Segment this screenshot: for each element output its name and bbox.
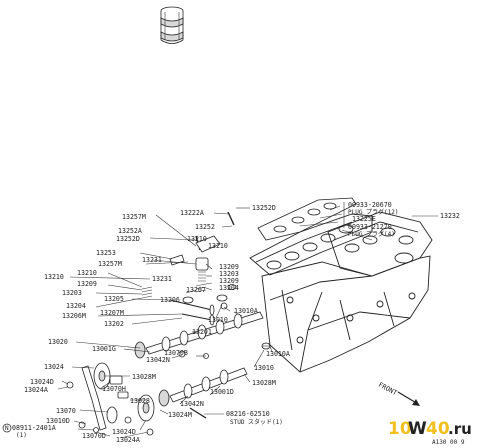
part-label: 13210 [77, 269, 97, 277]
part-label: 13231 [142, 256, 162, 264]
lifter-thumbnail [160, 6, 184, 44]
diagram-code: A130 00 9 [432, 439, 465, 446]
part-label: 13225E [352, 215, 376, 223]
part-label: 13209 [77, 280, 97, 288]
part-label: 13231 [152, 275, 172, 283]
part-label: 13010D [46, 417, 70, 425]
part-label: 13205 [104, 295, 124, 303]
upper-camshaft [134, 311, 271, 359]
part-note: PLUG プラグ(4) [348, 230, 395, 238]
part-label: 13203 [219, 270, 239, 278]
part-label: 13024 [44, 363, 64, 371]
part-label: 13070B [164, 349, 188, 357]
part-label: 13210 [187, 235, 207, 243]
part-label: 13001D [210, 388, 234, 396]
cylinder-head-cover [257, 197, 357, 241]
part-label: 13209 [219, 277, 239, 285]
watermark-text-w: W [408, 419, 427, 439]
part-label: 13028 [130, 397, 150, 405]
part-label: 08216-62510 [226, 410, 270, 418]
part-label: 13252A [118, 227, 142, 235]
part-label: 13010 [254, 364, 274, 372]
part-label: 13204 [219, 284, 239, 292]
bolt-marker: N [5, 425, 9, 432]
part-labels: 13222A 13257M 13252D 13252 13252A 13252D… [2, 201, 465, 446]
part-label: 13024A [24, 386, 48, 394]
part-label: 13070 [56, 407, 76, 415]
part-label: 13207M [100, 309, 124, 317]
part-label: 13257M [122, 213, 146, 221]
part-label: 13222A [180, 209, 204, 217]
part-label: 13028M [252, 379, 276, 387]
part-label: 13210 [44, 273, 64, 281]
part-label: 00933-20670 [348, 201, 392, 209]
part-label: 13206 [160, 296, 180, 304]
part-label: 13257M [98, 260, 122, 268]
part-label: 13209 [219, 263, 239, 271]
watermark-text-ru: .ru [448, 420, 472, 438]
part-label: 13070D [82, 432, 106, 440]
part-label: 13070H [102, 385, 126, 393]
part-label: 13207 [186, 286, 206, 294]
part-label: 13204 [66, 302, 86, 310]
part-label: 13252 [195, 223, 215, 231]
front-label: FRONT [377, 381, 398, 397]
part-label: 13253 [96, 249, 116, 257]
part-label: 13028M [132, 373, 156, 381]
engine-block [249, 211, 433, 373]
leader-lines [57, 202, 438, 439]
part-label: 13010A [234, 307, 258, 315]
part-label: 13252D [116, 235, 140, 243]
part-label: 13210 [208, 242, 228, 250]
part-label: 13024A [116, 436, 140, 444]
part-label: 13206M [62, 312, 86, 320]
part-label: 13010 [208, 316, 228, 324]
part-note: PLUG プラグ(12) [348, 208, 399, 216]
part-label: 13202 [104, 320, 124, 328]
bolt-marker-circle [2, 423, 12, 433]
part-label: 13252D [252, 204, 276, 212]
part-label: 13203 [62, 289, 82, 297]
lower-camshaft [158, 350, 248, 419]
part-label: 13042N [146, 356, 170, 364]
part-label: 13020 [48, 338, 68, 346]
part-label: 13010A [266, 350, 290, 358]
part-label: 08911-2401A [12, 424, 56, 432]
part-label: 13042N [180, 400, 204, 408]
part-label: 13024D [30, 378, 54, 386]
part-label: 13024D [112, 428, 136, 436]
part-label: 00933-21270 [348, 223, 392, 231]
part-label: 13001G [92, 345, 116, 353]
watermark-text-40: 40 [426, 419, 450, 439]
timing-sprockets [66, 362, 155, 436]
part-note: (1) [16, 432, 27, 439]
part-label: 13024M [168, 411, 192, 419]
watermark-text-10: 10 [388, 419, 412, 439]
site-watermark-logo: 10 W 40 .ru [386, 415, 478, 439]
part-note: STUD スタッド(1) [230, 418, 283, 426]
part-label: 13201 [192, 328, 212, 336]
front-arrow [397, 391, 420, 406]
part-label: 13232 [440, 212, 460, 220]
